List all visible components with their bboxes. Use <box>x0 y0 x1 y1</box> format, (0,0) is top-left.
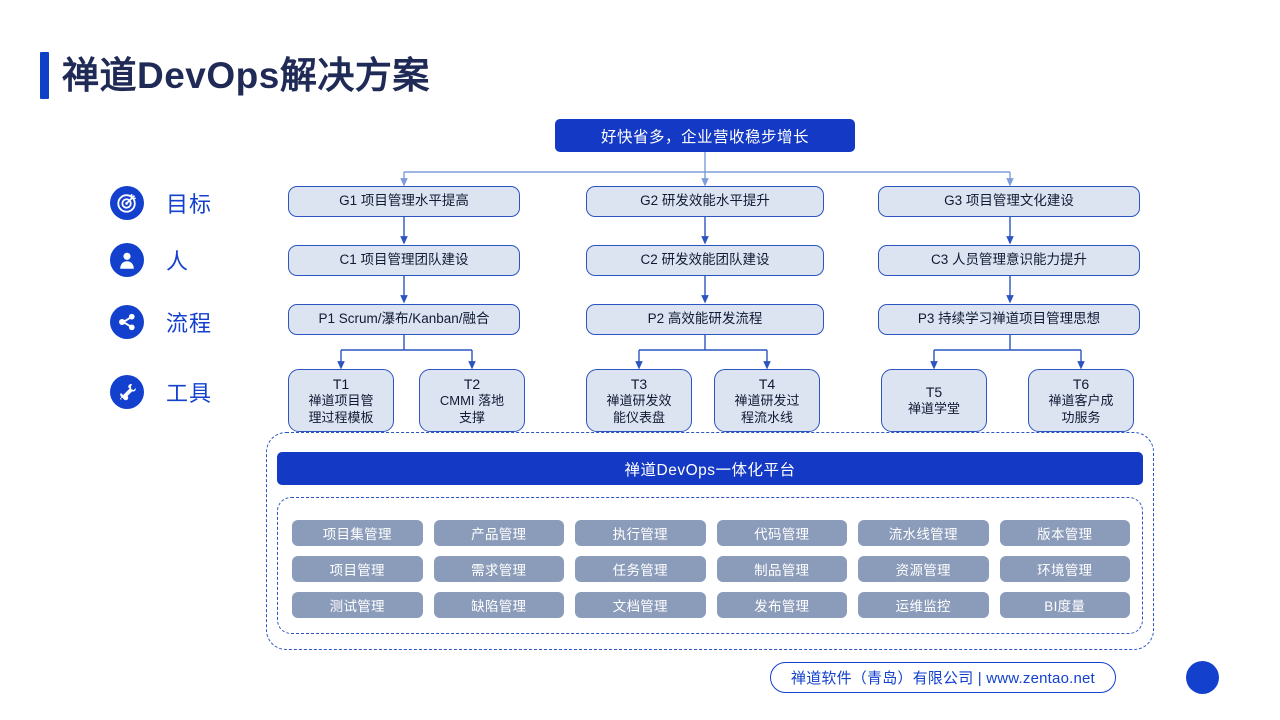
share-network-icon <box>110 305 144 339</box>
tool-box-t5[interactable]: T5 禅道学堂 <box>881 369 987 432</box>
tool-name-line1: 禅道研发效 <box>606 392 672 408</box>
tool-code: T4 <box>758 375 776 392</box>
tool-name-line1: CMMI 落地 <box>439 392 505 408</box>
rail-item-process[interactable]: 流程 <box>110 300 212 344</box>
goal-box-g3[interactable]: G3 项目管理文化建设 <box>878 186 1140 217</box>
goal-box-g2[interactable]: G2 研发效能水平提升 <box>586 186 824 217</box>
rail-item-label: 人 <box>166 249 190 274</box>
platform-module-grid: 项目集管理 产品管理 执行管理 代码管理 流水线管理 版本管理 项目管理 需求管… <box>292 520 1130 618</box>
tool-code: T5 <box>925 384 943 401</box>
module-tag[interactable]: 代码管理 <box>716 520 847 546</box>
rail-item-goal[interactable]: 目标 <box>110 181 212 225</box>
tool-name-line2: 支撑 <box>458 409 485 425</box>
module-tag[interactable]: 产品管理 <box>433 520 564 546</box>
goal-box-g1[interactable]: G1 项目管理水平提高 <box>288 186 520 217</box>
module-tag[interactable]: 环境管理 <box>999 556 1130 582</box>
rail-item-label: 工具 <box>166 381 213 406</box>
tools-icon <box>110 375 144 409</box>
module-tag[interactable]: 制品管理 <box>716 556 847 582</box>
module-tag[interactable]: 发布管理 <box>716 592 847 618</box>
tool-code: T3 <box>630 375 648 392</box>
top-banner: 好快省多，企业营收稳步增长 <box>555 119 855 152</box>
tool-name-line1: 禅道客户成 <box>1048 392 1114 408</box>
module-tag[interactable]: 项目管理 <box>292 556 423 582</box>
tool-box-t4[interactable]: T4 禅道研发过 程流水线 <box>714 369 820 432</box>
module-tag[interactable]: 运维监控 <box>858 592 989 618</box>
module-tag[interactable]: 项目集管理 <box>292 520 423 546</box>
tool-name-line1: 禅道项目管 <box>308 392 374 408</box>
tool-code: T6 <box>1072 375 1090 392</box>
tool-code: T2 <box>463 375 481 392</box>
rail-item-tools[interactable]: 工具 <box>110 370 212 414</box>
module-tag[interactable]: 流水线管理 <box>858 520 989 546</box>
people-box-c3[interactable]: C3 人员管理意识能力提升 <box>878 245 1140 276</box>
module-tag[interactable]: 版本管理 <box>999 520 1130 546</box>
tool-box-t2[interactable]: T2 CMMI 落地 支撑 <box>419 369 525 432</box>
footer-pill[interactable]: 禅道软件（青岛）有限公司 | www.zentao.net <box>770 662 1116 693</box>
rail-item-people[interactable]: 人 <box>110 238 189 282</box>
footer-dot <box>1186 661 1219 694</box>
people-box-c1[interactable]: C1 项目管理团队建设 <box>288 245 520 276</box>
platform-title-bar: 禅道DevOps一体化平台 <box>277 452 1143 485</box>
title-accent-bar <box>40 52 49 99</box>
module-tag[interactable]: 需求管理 <box>433 556 564 582</box>
module-tag[interactable]: 缺陷管理 <box>433 592 564 618</box>
tool-box-t3[interactable]: T3 禅道研发效 能仪表盘 <box>586 369 692 432</box>
tool-name-line1: 禅道学堂 <box>907 401 960 417</box>
tool-box-t6[interactable]: T6 禅道客户成 功服务 <box>1028 369 1134 432</box>
rail-item-label: 流程 <box>166 311 213 336</box>
category-rail: 目标 人 流程 工具 <box>0 0 280 720</box>
tool-name-line2: 理过程模板 <box>308 409 374 425</box>
process-box-p2[interactable]: P2 高效能研发流程 <box>586 304 824 335</box>
module-tag[interactable]: 文档管理 <box>575 592 706 618</box>
process-box-p3[interactable]: P3 持续学习禅道项目管理思想 <box>878 304 1140 335</box>
tool-name-line1: 禅道研发过 <box>734 392 800 408</box>
people-box-c2[interactable]: C2 研发效能团队建设 <box>586 245 824 276</box>
person-icon <box>110 243 144 277</box>
module-tag[interactable]: BI度量 <box>999 592 1130 618</box>
rail-item-label: 目标 <box>166 192 213 217</box>
module-tag[interactable]: 资源管理 <box>858 556 989 582</box>
tool-name-line2: 能仪表盘 <box>612 409 665 425</box>
tool-box-t1[interactable]: T1 禅道项目管 理过程模板 <box>288 369 394 432</box>
platform-inner-container <box>277 497 1143 634</box>
module-tag[interactable]: 任务管理 <box>575 556 706 582</box>
page-title: 禅道DevOps解决方案 <box>40 52 430 99</box>
tool-code: T1 <box>332 375 350 392</box>
tool-name-line2: 功服务 <box>1061 409 1101 425</box>
page-title-text: 禅道DevOps解决方案 <box>62 55 430 96</box>
target-icon <box>110 186 144 220</box>
process-box-p1[interactable]: P1 Scrum/瀑布/Kanban/融合 <box>288 304 520 335</box>
module-tag[interactable]: 执行管理 <box>575 520 706 546</box>
footer-text: 禅道软件（青岛）有限公司 | www.zentao.net <box>791 670 1095 687</box>
module-tag[interactable]: 测试管理 <box>292 592 423 618</box>
tool-name-line2: 程流水线 <box>740 409 793 425</box>
